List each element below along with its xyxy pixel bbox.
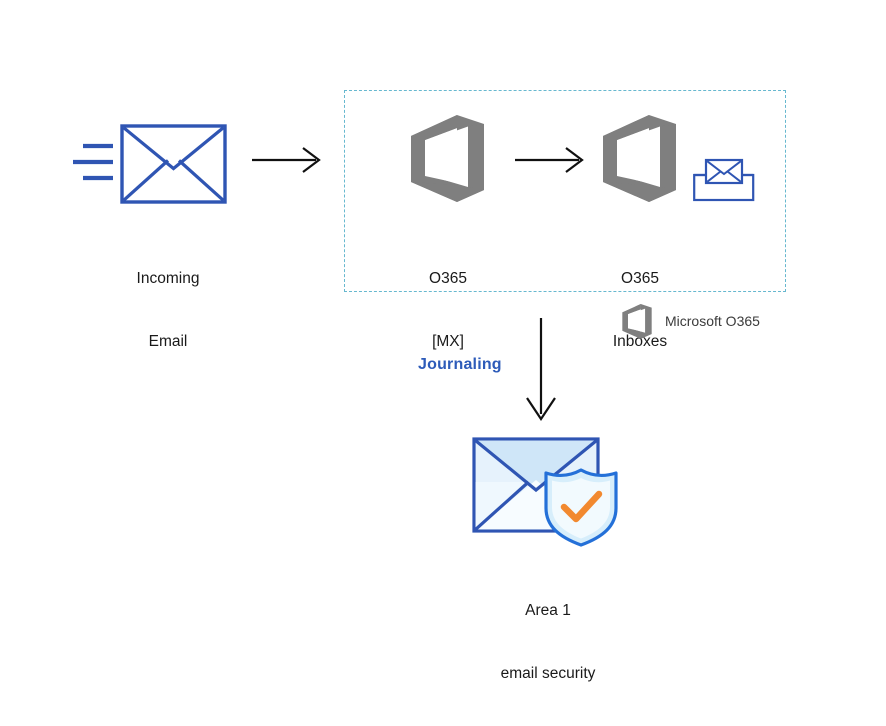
o365-inboxes-label-line1: O365 <box>621 270 659 287</box>
o365-inboxes-badge <box>693 158 755 202</box>
arrow-right-icon <box>515 147 584 173</box>
arrow-right-icon <box>252 147 321 173</box>
o365-inboxes-label: O365 Inboxes <box>560 226 720 394</box>
edge-inboxes-to-area1 <box>518 318 564 422</box>
edge-mx-to-inboxes <box>515 145 587 175</box>
o365-mx-label-line1: O365 <box>429 270 467 287</box>
microsoft-office-logo-icon <box>411 115 484 202</box>
journaling-edge-label: Journaling <box>418 356 502 373</box>
diagram-canvas: Incoming Email O365 [MX] <box>70 90 786 682</box>
o365-inboxes-label-line2: Inboxes <box>612 333 668 350</box>
legend-office-icon-wrap <box>620 302 654 340</box>
microsoft-office-logo-icon <box>603 115 676 202</box>
area1-email-security-label: Area 1 email security <box>468 558 628 726</box>
incoming-email-label-line1: Incoming <box>136 270 200 287</box>
o365-inboxes-node <box>597 110 682 205</box>
email-security-shield-icon <box>472 437 618 547</box>
incoming-envelope-icon <box>73 124 227 204</box>
area1-email-security-node <box>470 432 632 547</box>
o365-mx-node <box>405 110 490 205</box>
arrow-down-icon <box>526 318 556 421</box>
incoming-email-label: Incoming Email <box>88 226 248 394</box>
incoming-email-label-line2: Email <box>148 333 188 350</box>
incoming-email-node <box>70 115 235 215</box>
edge-incoming-to-mx <box>252 145 324 175</box>
area1-label-line1: Area 1 <box>525 602 571 619</box>
inbox-tray-envelope-icon <box>693 158 755 202</box>
legend-label: Microsoft O365 <box>665 313 760 329</box>
microsoft-o365-boundary-box <box>344 90 786 292</box>
microsoft-office-logo-icon <box>622 304 652 339</box>
o365-mx-label-line2: [MX] <box>432 333 464 350</box>
o365-mx-label: O365 [MX] <box>368 226 528 394</box>
area1-label-line2: email security <box>500 665 596 682</box>
